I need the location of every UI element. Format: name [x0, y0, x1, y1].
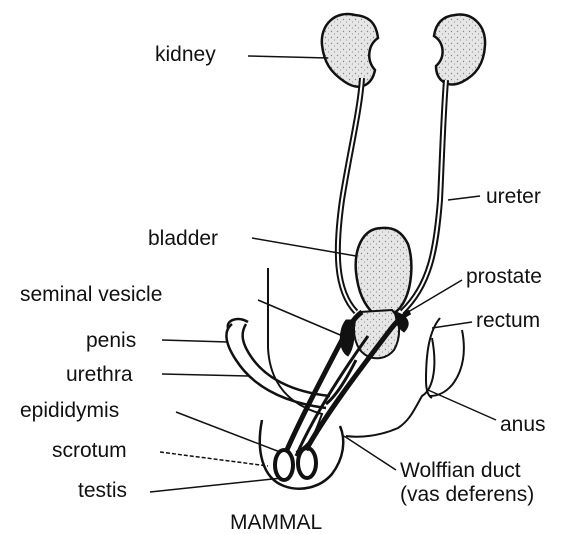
leader-scrotum: [160, 452, 268, 466]
testis-left: [275, 450, 293, 480]
leader-urethra: [162, 374, 248, 376]
label-kidney: kidney: [155, 44, 216, 65]
label-ureter: ureter: [486, 186, 541, 207]
leader-epididymis: [176, 412, 280, 452]
left-kidney: [322, 14, 378, 87]
label-urethra: urethra: [66, 364, 133, 385]
testis-right: [298, 448, 316, 478]
label-wolffian-duct: Wolffian duct: [400, 460, 521, 481]
label-prostate: prostate: [466, 266, 542, 287]
label-scrotum: scrotum: [52, 440, 127, 461]
label-seminal-vesicle: seminal vesicle: [20, 284, 162, 305]
leader-anus: [428, 390, 496, 420]
leader-penis: [162, 340, 228, 342]
body-outline-left: [268, 268, 322, 452]
label-vas-deferens: (vas deferens): [400, 484, 534, 505]
label-epididymis: epididymis: [20, 400, 119, 421]
leader-seminal-vesicle: [258, 300, 352, 340]
leader-rectum: [432, 322, 472, 328]
leader-testis: [150, 478, 282, 492]
bladder: [356, 228, 412, 316]
leader-kidney: [248, 56, 328, 58]
leader-ureter: [448, 196, 480, 200]
label-testis: testis: [78, 480, 127, 501]
label-rectum: rectum: [476, 310, 540, 331]
right-kidney: [434, 15, 485, 85]
leader-wolffian-duct: [344, 436, 396, 470]
label-penis: penis: [86, 330, 136, 351]
label-bladder: bladder: [148, 228, 218, 249]
label-anus: anus: [500, 414, 546, 435]
rectum-tube: [426, 318, 440, 398]
diagram-caption: MAMMAL: [230, 512, 322, 533]
